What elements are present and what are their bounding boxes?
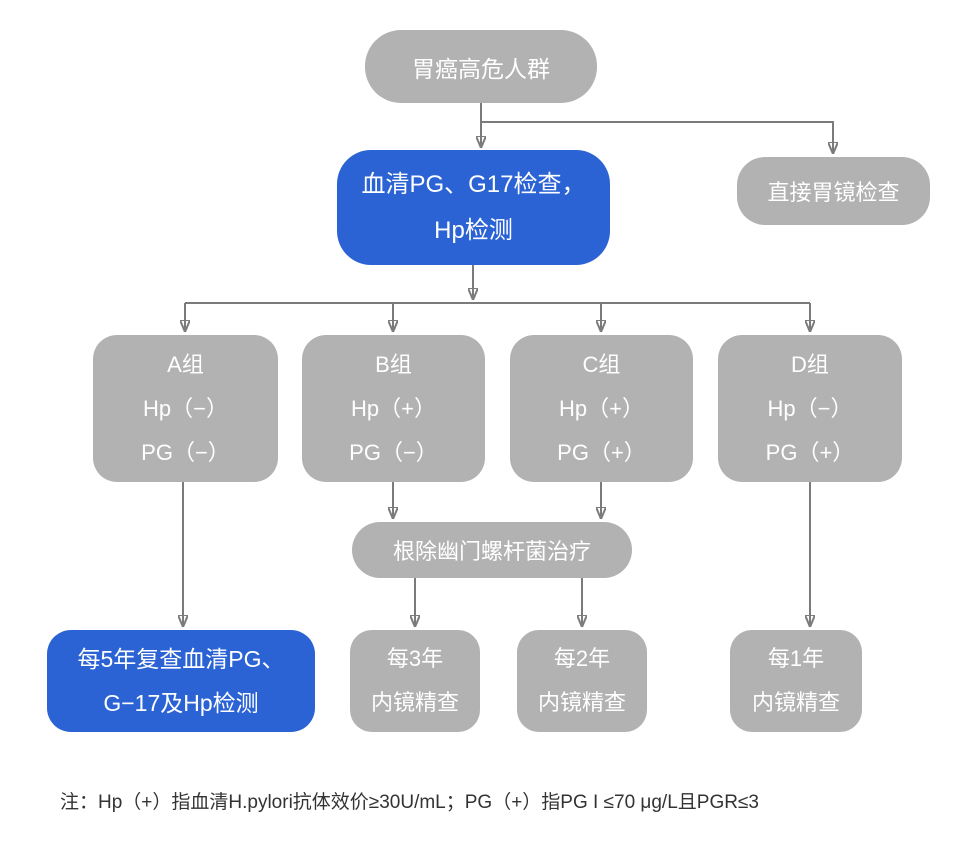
node-serum-pg-g17-hp-test: 血清PG、G17检查， Hp检测 (337, 150, 610, 265)
procedure-label: 内镜精查 (751, 690, 840, 715)
procedure-label: 内镜精查 (537, 690, 626, 715)
pg-status: PG（−） (141, 439, 230, 465)
node-label-line1: 每5年复查血清PG、 (77, 646, 285, 672)
node-recheck-every-5-years: 每5年复查血清PG、 G−17及Hp检测 (47, 630, 315, 732)
arrow-highrisk-to-direct (481, 121, 833, 152)
group-title: A组 (167, 351, 204, 377)
group-title: D组 (791, 351, 829, 377)
node-group-c: C组 Hp（+） PG（+） (510, 335, 693, 482)
node-label-line2: Hp检测 (434, 216, 513, 244)
node-direct-gastroscopy: 直接胃镜检查 (737, 157, 930, 225)
pg-status: PG（+） (765, 439, 855, 465)
interval-label: 每2年 (553, 646, 611, 671)
procedure-label: 内镜精查 (370, 690, 459, 715)
node-label-line2: G−17及Hp检测 (103, 690, 259, 716)
node-group-b: B组 Hp（+） PG（−） (302, 335, 485, 482)
node-label: 直接胃镜检查 (767, 180, 900, 205)
group-title: B组 (375, 351, 412, 377)
hp-status: Hp（+） (559, 395, 644, 421)
hp-status: Hp（−） (767, 395, 853, 421)
node-label: 胃癌高危人群 (412, 55, 550, 82)
interval-label: 每1年 (767, 646, 825, 671)
node-endoscopy-every-1-year: 每1年 内镜精查 (730, 630, 862, 732)
node-endoscopy-every-2-years: 每2年 内镜精查 (517, 630, 647, 732)
node-label-line1: 血清PG、G17检查， (361, 170, 586, 198)
pg-status: PG（+） (557, 439, 646, 465)
footnote: 注：Hp（+）指血清H.pylori抗体效价≥30U/mL；PG（+）指PG I… (60, 792, 759, 813)
node-group-a: A组 Hp（−） PG（−） (93, 335, 278, 482)
node-high-risk-group: 胃癌高危人群 (365, 30, 597, 103)
node-endoscopy-every-3-years: 每3年 内镜精查 (350, 630, 480, 732)
group-title: C组 (582, 351, 621, 377)
hp-status: Hp（+） (351, 395, 436, 421)
node-hp-eradication-therapy: 根除幽门螺杆菌治疗 (352, 522, 632, 578)
node-label: 根除幽门螺杆菌治疗 (392, 539, 591, 564)
node-group-d: D组 Hp（−） PG（+） (718, 335, 902, 482)
interval-label: 每3年 (386, 646, 444, 671)
pg-status: PG（−） (349, 439, 438, 465)
hp-status: Hp（−） (143, 395, 228, 421)
